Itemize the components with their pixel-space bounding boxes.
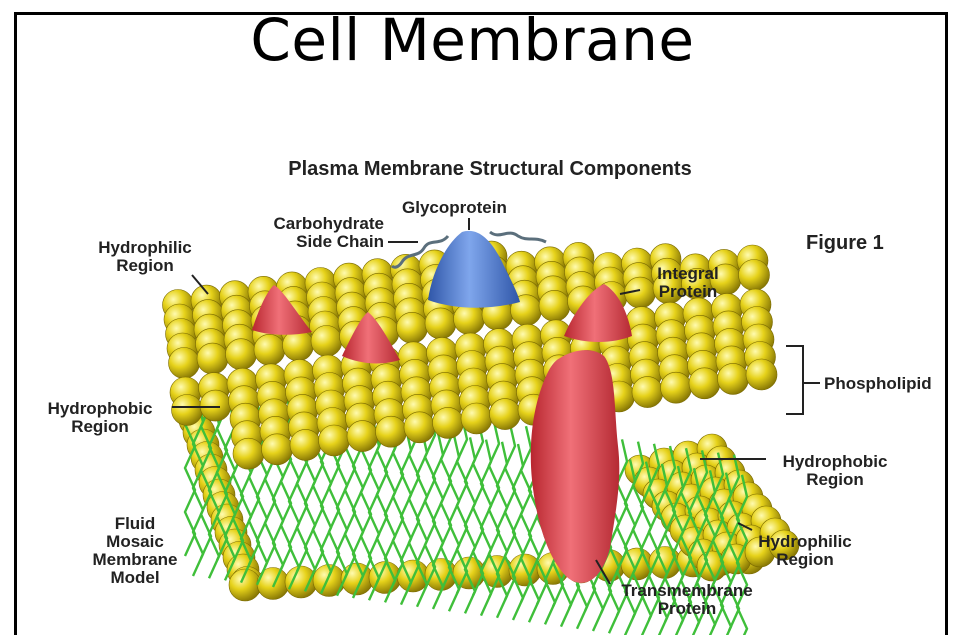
phospholipid-head [233,438,264,469]
phospholipid-head [254,334,285,365]
label-hydrophilic-region-bottom: Hydrophilic Region [742,533,868,569]
phospholipid-head [397,312,428,343]
label-hydrophilic-top-line1: Hydrophilic [90,239,200,257]
label-carbohydrate-side-chain: Carbohydrate Side Chain [252,215,384,251]
phospholipid-head [172,395,203,426]
label-hydrophilic-bottom-line2: Region [742,551,868,569]
phospholipid-head [718,363,749,394]
label-fluid-mosaic-model: Fluid Mosaic Membrane Model [80,515,190,587]
label-hydrophobic-left-line2: Region [30,418,170,436]
label-hydrophobic-left-line1: Hydrophobic [30,400,170,418]
phospholipid-head [661,372,692,403]
label-model-line3: Membrane [80,551,190,569]
phospholipid-head [311,326,342,357]
phospholipid-head [454,304,485,335]
phospholipid-head [262,434,293,465]
label-model-line4: Model [80,569,190,587]
phospholipid-bracket [786,346,820,414]
phospholipid-head [425,308,456,339]
transmembrane-protein-shape [531,350,620,583]
phospholipid-head [319,425,350,456]
figure-heading: Plasma Membrane Structural Components [0,158,963,181]
phospholipid-head [433,407,464,438]
label-model-line1: Fluid [80,515,190,533]
label-hydrophobic-region-left: Hydrophobic Region [30,400,170,436]
label-carbohydrate-line2: Side Chain [252,233,384,251]
label-integral-protein: Integral Protein [640,265,736,301]
label-hydrophobic-region-right: Hydrophobic Region [760,453,910,489]
phospholipid-head [739,260,770,291]
label-glycoprotein: Glycoprotein [402,199,507,217]
phospholipid-head [226,339,257,370]
phospholipid-head [347,421,378,452]
phospholipid-head [404,412,435,443]
label-integral-line1: Integral [640,265,736,283]
label-hydrophobic-right-line2: Region [760,471,910,489]
phospholipid-head [689,368,720,399]
label-hydrophilic-region-top: Hydrophilic Region [90,239,200,275]
phospholipid-head [461,403,492,434]
label-integral-line2: Protein [640,283,736,301]
phospholipid-head [376,416,407,447]
label-carbohydrate-line1: Carbohydrate [252,215,384,233]
carbohydrate-chain-right [490,232,546,242]
label-model-line2: Mosaic [80,533,190,551]
label-phospholipid: Phospholipid [824,375,932,393]
phospholipid-head [490,399,521,430]
phospholipid-head [746,359,777,390]
figure-number-label: Figure 1 [806,232,884,255]
phospholipid-head [290,429,321,460]
label-transmembrane-line1: Transmembrane [606,582,768,600]
phospholipid-head [539,290,570,321]
label-transmembrane-protein: Transmembrane Protein [606,582,768,618]
phospholipid-head [169,348,200,379]
phospholipid-head [632,377,663,408]
label-hydrophobic-right-line1: Hydrophobic [760,453,910,471]
phospholipid-head [200,390,231,421]
phospholipid-head [197,343,228,374]
label-hydrophilic-bottom-line1: Hydrophilic [742,533,868,551]
phospholipid-head [285,566,317,598]
label-transmembrane-line2: Protein [606,600,768,618]
label-hydrophilic-top-line2: Region [90,257,200,275]
